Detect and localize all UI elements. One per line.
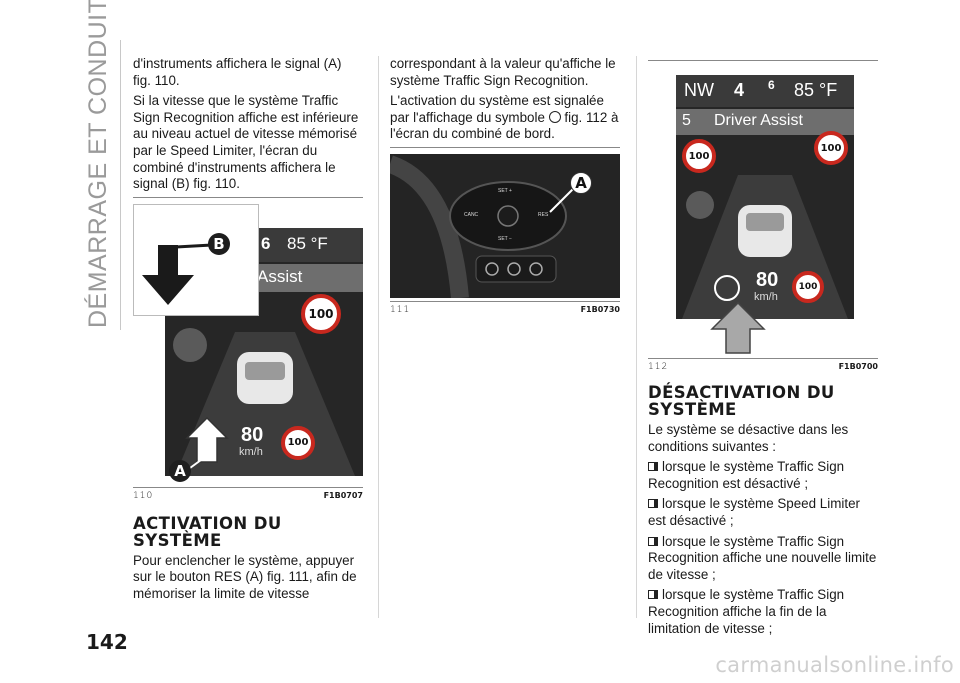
figure-111: SET + CANC RES SET − A bbox=[386, 153, 620, 299]
paragraph: d'instruments affichera le signal (A) fi… bbox=[133, 56, 342, 88]
paragraph: Le système se désactive dans les conditi… bbox=[648, 422, 849, 454]
speed-unit: km/h bbox=[754, 291, 778, 303]
figure-ref: F1B0730 bbox=[580, 304, 620, 314]
speed-limiter-icon bbox=[714, 275, 740, 301]
car-icon bbox=[686, 191, 714, 219]
banner-text: Driver Assist bbox=[714, 112, 803, 129]
figure-112: NW 4 6 85 °F 5 Driver Assist 100 100 80 … bbox=[648, 75, 878, 355]
compass-heading: NW bbox=[684, 80, 714, 100]
paragraph: Pour enclencher le système, appuyer sur … bbox=[133, 552, 357, 601]
sign-value: 100 bbox=[287, 437, 309, 449]
speed-unit: km/h bbox=[239, 445, 263, 458]
sign-value: 100 bbox=[308, 306, 334, 321]
chapter-side-title: DÉMARRAGE ET CONDUITE bbox=[84, 0, 112, 328]
paragraph: Si la vitesse que le système Traffic Sig… bbox=[133, 93, 359, 192]
display-top-bar bbox=[676, 75, 854, 107]
speed-sign-left: 100 bbox=[682, 139, 716, 173]
current-speed: 80 bbox=[241, 423, 264, 446]
speed-sign-right: 100 bbox=[814, 131, 848, 165]
figure-top-rule bbox=[133, 196, 363, 198]
figure-top-rule bbox=[390, 146, 620, 148]
gear-superscript: 6 bbox=[768, 78, 775, 92]
bullet-icon bbox=[648, 536, 658, 546]
down-arrow-icon bbox=[142, 243, 213, 305]
set-minus-button: SET − bbox=[498, 235, 512, 242]
instrument-display: NW 4 6 85 °F 5 Driver Assist 100 100 80 … bbox=[676, 75, 854, 319]
banner-text: Assist bbox=[257, 266, 303, 286]
list-item-text: lorsque le système Speed Limiter est dés… bbox=[648, 496, 860, 528]
res-button: RES bbox=[538, 211, 549, 218]
speed-limiter-symbol-icon bbox=[548, 110, 561, 123]
up-arrow-icon bbox=[710, 301, 766, 354]
temperature: 85 °F bbox=[287, 233, 328, 253]
figure-caption: 110 F1B0707 bbox=[133, 486, 363, 501]
set-plus-button: SET + bbox=[498, 187, 512, 194]
column-2: correspondant à la valeur qu'affiche le … bbox=[386, 56, 620, 315]
figure-number: 112 bbox=[648, 362, 669, 372]
paragraph: L'activation du système est signalée par… bbox=[390, 93, 620, 143]
inset-b: B bbox=[133, 203, 259, 316]
figure-caption: 111 F1B0730 bbox=[390, 300, 620, 315]
side-divider bbox=[120, 40, 121, 330]
column-divider bbox=[378, 56, 379, 618]
sign-value: 100 bbox=[820, 142, 842, 154]
bullet-icon bbox=[648, 462, 658, 472]
label-b: B bbox=[208, 232, 230, 255]
canc-button: CANC bbox=[464, 211, 479, 218]
figure-ref: F1B0707 bbox=[323, 490, 363, 500]
temperature: 85 °F bbox=[794, 80, 838, 100]
list-item: lorsque le système Traffic Sign Recognit… bbox=[648, 587, 878, 637]
text-part: L'activation du système est signalée par… bbox=[390, 93, 604, 125]
speed-sign-bottom: 100 bbox=[281, 425, 315, 460]
instrument-display: 6 85 °F Assist 100 80 km/h 100 bbox=[165, 227, 363, 476]
section-heading: ACTIVATION DU SYSTÈME bbox=[133, 513, 282, 550]
car-icon bbox=[173, 327, 207, 362]
label-a: A bbox=[570, 171, 592, 194]
list-item-text: lorsque le système Traffic Sign Recognit… bbox=[648, 533, 877, 582]
speed-indicator: 6 bbox=[261, 233, 271, 253]
speed-sign-bottom: 100 bbox=[792, 271, 824, 303]
column-divider bbox=[636, 56, 637, 618]
figure-number: 110 bbox=[133, 490, 154, 501]
watermark: carmanualsonline.info bbox=[715, 653, 954, 677]
list-item-text: lorsque le système Traffic Sign Recognit… bbox=[648, 459, 845, 491]
column-3: NW 4 6 85 °F 5 Driver Assist 100 100 80 … bbox=[648, 56, 878, 641]
page-number: 142 bbox=[86, 630, 128, 654]
list-item: lorsque le système Traffic Sign Recognit… bbox=[648, 534, 878, 584]
current-speed: 80 bbox=[756, 269, 779, 291]
sign-value: 100 bbox=[798, 282, 818, 292]
sign-value: 100 bbox=[688, 150, 710, 162]
paragraph: correspondant à la valeur qu'affiche le … bbox=[390, 56, 616, 88]
figure-top-rule bbox=[648, 60, 878, 61]
figure-number: 111 bbox=[390, 304, 411, 315]
steering-wheel-graphic bbox=[386, 153, 620, 299]
banner-left: 5 bbox=[682, 112, 691, 129]
text-part: fig. 112 à l'écran du combiné de bord. bbox=[390, 109, 619, 142]
bullet-icon bbox=[648, 499, 658, 509]
label-a: A bbox=[169, 459, 191, 482]
bullet-icon bbox=[648, 590, 658, 600]
banner: 5 Driver Assist bbox=[676, 109, 854, 135]
figure-110: 6 85 °F Assist 100 80 km/h 100 bbox=[133, 203, 363, 484]
list-item: lorsque le système Traffic Sign Recognit… bbox=[648, 459, 878, 492]
section-heading: DÉSACTIVATION DU SYSTÈME bbox=[648, 383, 835, 419]
speed-sign: 100 bbox=[301, 293, 341, 334]
list-item: lorsque le système Speed Limiter est dés… bbox=[648, 496, 878, 529]
list-item-text: lorsque le système Traffic Sign Recognit… bbox=[648, 587, 845, 636]
column-1: d'instruments affichera le signal (A) fi… bbox=[133, 56, 363, 607]
figure-ref: F1B0700 bbox=[838, 362, 878, 371]
gear-indicator: 4 bbox=[734, 80, 745, 100]
figure-caption: 112 F1B0700 bbox=[648, 358, 878, 372]
